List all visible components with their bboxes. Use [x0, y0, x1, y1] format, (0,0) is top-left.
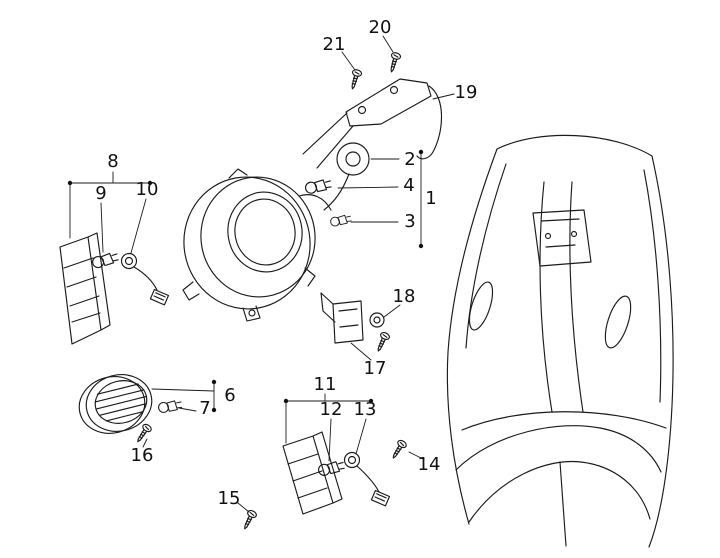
screw-20 — [386, 51, 402, 74]
bottom-turn-signal — [240, 431, 409, 532]
bulb-3 — [329, 214, 352, 227]
callout-16: 16 — [130, 445, 154, 466]
leader-lines — [69, 35, 455, 513]
callout-20: 20 — [368, 17, 392, 38]
reference-dots — [67, 149, 424, 413]
callout-7: 7 — [199, 398, 211, 419]
callout-15: 15 — [217, 488, 241, 509]
callout-10: 10 — [135, 179, 159, 200]
callout-9: 9 — [95, 183, 107, 204]
horn-bracket — [320, 292, 392, 354]
callout-19: 19 — [454, 82, 478, 103]
screw-21 — [347, 68, 363, 91]
front-fairing — [446, 134, 674, 548]
mounting-bracket — [302, 51, 443, 169]
bulb-4 — [304, 178, 333, 195]
callout-11: 11 — [313, 374, 337, 395]
callout-18: 18 — [392, 286, 416, 307]
callout-8: 8 — [107, 151, 119, 172]
screw-18 — [373, 330, 392, 354]
callout-2: 2 — [404, 149, 416, 170]
left-turn-signal — [59, 232, 170, 345]
callout-21: 21 — [322, 34, 346, 55]
socket-13 — [343, 451, 361, 469]
screw-14 — [388, 438, 409, 462]
callout-3: 3 — [404, 211, 416, 232]
callout-1: 1 — [425, 188, 437, 209]
callout-4: 4 — [403, 175, 415, 196]
bulb-9 — [90, 251, 120, 270]
callout-13: 13 — [353, 399, 377, 420]
grommet-ring — [336, 142, 370, 176]
socket-10 — [120, 252, 138, 270]
bulb-7 — [157, 399, 183, 414]
connector-13 — [370, 489, 391, 507]
fog-lamp — [78, 374, 183, 445]
bulb-12 — [317, 459, 346, 477]
headlamp-housing — [182, 168, 332, 322]
callout-17: 17 — [363, 358, 387, 379]
callout-6: 6 — [224, 385, 236, 406]
callout-14: 14 — [417, 454, 441, 475]
headlamp-bulbs — [304, 142, 370, 227]
connector-10 — [149, 288, 170, 306]
washer-18 — [369, 312, 385, 328]
callout-12: 12 — [319, 399, 343, 420]
